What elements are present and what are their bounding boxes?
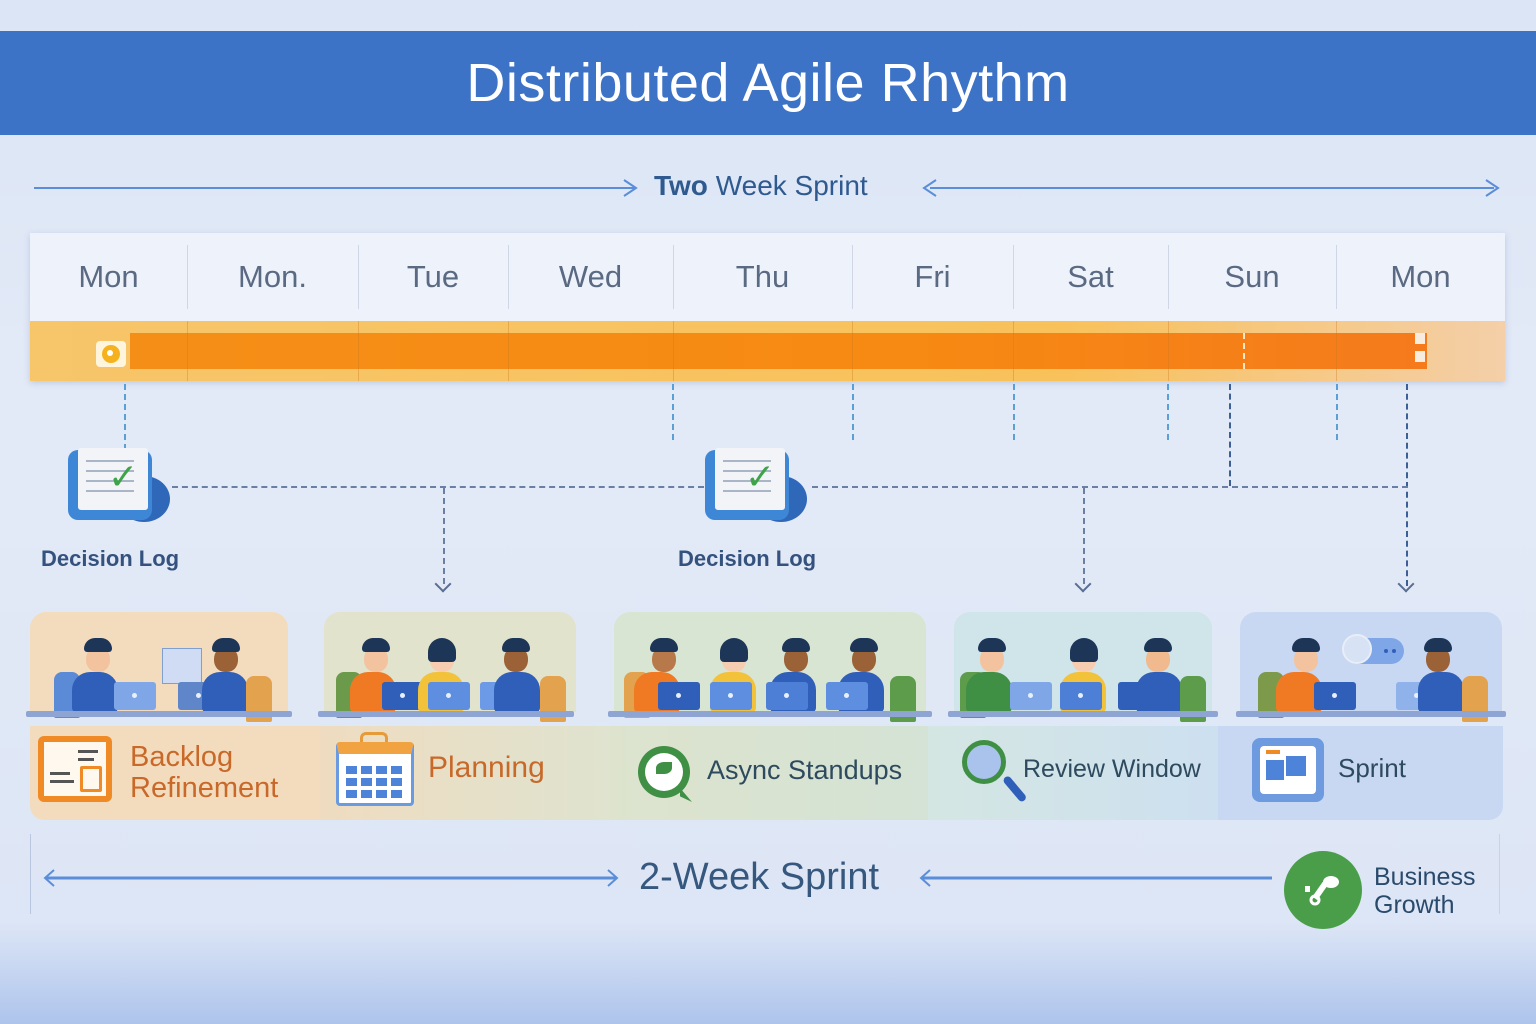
top-sprint-label-rest: Week Sprint — [715, 170, 868, 201]
top-sprint-label-bold: Two — [654, 170, 708, 201]
laptop — [766, 682, 808, 710]
top-sprint-span: Two Week Sprint — [30, 168, 1500, 208]
backlog-board-icon[interactable] — [38, 736, 112, 802]
today-marker — [1243, 333, 1245, 369]
bar-tick — [1336, 321, 1337, 381]
timeline-panel: Mon Mon. Tue Wed Thu Fri Sat Sun Mon — [30, 233, 1505, 381]
desk — [608, 711, 932, 717]
decision-log-label: Decision Log — [678, 546, 817, 571]
laptop — [428, 682, 470, 710]
day-divider — [187, 245, 188, 309]
bar-tick — [358, 321, 359, 381]
arrow-left-icon — [922, 179, 937, 197]
arrow-down-icon — [1074, 575, 1092, 593]
day-label: Tue — [406, 259, 460, 294]
connector-line — [172, 486, 704, 488]
day-label: Mon — [78, 259, 139, 294]
day-label: Mon. — [238, 259, 307, 294]
guide-line-mon — [1406, 384, 1408, 586]
day-label: Wed — [558, 259, 623, 294]
laptop — [658, 682, 700, 710]
sprint-board-icon[interactable] — [1252, 738, 1324, 802]
day-divider — [1013, 245, 1014, 309]
page-title: Distributed Agile Rhythm — [466, 53, 1070, 113]
bar-tick — [508, 321, 509, 381]
guide-line-sun — [1229, 384, 1231, 486]
growth-wrench-icon[interactable] — [1284, 851, 1362, 929]
guide-line — [1013, 384, 1015, 440]
bar-tick — [852, 321, 853, 381]
arrow-line-left — [34, 187, 634, 189]
laptop — [710, 682, 752, 710]
arrow-right-icon — [623, 179, 638, 197]
day-label: Fri — [914, 259, 951, 294]
header-banner: Distributed Agile Rhythm — [0, 31, 1536, 135]
sprint-start-icon[interactable] — [96, 341, 126, 367]
connector-drop — [443, 488, 445, 584]
bar-tick — [1013, 321, 1014, 381]
phase-label-review: Review Window — [1023, 755, 1201, 783]
day-divider — [508, 245, 509, 309]
bar-tick — [673, 321, 674, 381]
arrow-down-icon — [1397, 575, 1415, 593]
arrow-down-icon — [434, 575, 452, 593]
connector-line — [812, 486, 1408, 488]
bottom-arrow-left — [43, 869, 619, 887]
top-sprint-label: Two Week Sprint — [654, 170, 868, 202]
day-divider — [673, 245, 674, 309]
bar-tick — [187, 321, 188, 381]
bottom-sprint-span — [30, 834, 1500, 914]
sprint-progress-track — [30, 321, 1505, 381]
arrow-line-right — [930, 187, 1494, 189]
bar-tick — [1168, 321, 1169, 381]
laptop — [1314, 682, 1356, 710]
laptop — [114, 682, 156, 710]
desk — [26, 711, 292, 717]
day-divider — [852, 245, 853, 309]
day-label: Thu — [735, 259, 790, 294]
day-label: Sun — [1224, 259, 1280, 294]
day-divider — [1336, 245, 1337, 309]
document-check-icon[interactable]: ✓ — [68, 446, 172, 526]
magnifier-icon[interactable] — [962, 740, 1028, 810]
document-check-icon[interactable]: ✓ — [705, 446, 809, 526]
phase-label-sprint: Sprint — [1338, 753, 1406, 783]
connector-drop — [1083, 488, 1085, 584]
desk — [318, 711, 574, 717]
desk — [948, 711, 1218, 717]
laptop — [382, 682, 424, 710]
sync-chat-bubble-icon — [1342, 634, 1404, 664]
bottom-arrow-right — [919, 869, 1272, 887]
guide-line — [672, 384, 674, 440]
guide-line — [1167, 384, 1169, 440]
day-divider — [358, 245, 359, 309]
whiteboard — [162, 648, 202, 684]
bottom-sprint-label: 2-Week Sprint — [639, 856, 880, 898]
decision-log-label: Decision Log — [41, 546, 180, 571]
laptop — [1060, 682, 1102, 710]
day-label: Mon — [1390, 259, 1451, 294]
guide-line — [124, 384, 126, 450]
day-label: Sat — [1067, 259, 1114, 294]
sprint-end-marker[interactable] — [1415, 333, 1427, 369]
sprint-progress-bar — [130, 333, 1427, 369]
phase-label-planning: Planning — [428, 751, 545, 784]
day-divider — [1168, 245, 1169, 309]
laptop — [1010, 682, 1052, 710]
calendar-icon[interactable] — [336, 732, 414, 806]
guide-line — [1336, 384, 1338, 440]
desk — [1236, 711, 1506, 717]
phase-label-standups: Async Standups — [707, 755, 903, 785]
laptop — [826, 682, 868, 710]
arrow-right-icon — [1485, 179, 1500, 197]
guide-line — [852, 384, 854, 440]
chat-bubble-icon[interactable] — [638, 746, 692, 802]
